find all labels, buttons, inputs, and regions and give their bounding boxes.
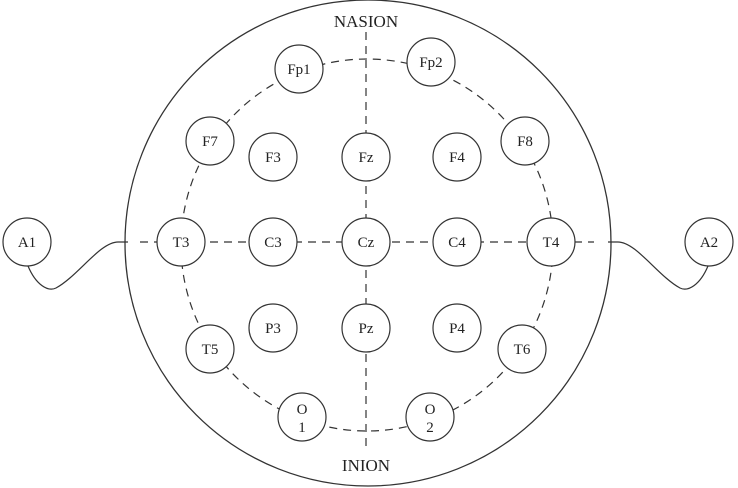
electrode-circle [156, 217, 206, 267]
electrode-f8: F8 [500, 116, 550, 166]
a1-wire [27, 241, 128, 290]
electrode-fp1: Fp1 [274, 44, 324, 94]
electrode-label: F4 [449, 150, 465, 166]
electrode-p3: P3 [248, 303, 298, 353]
electrode-label: P4 [449, 321, 465, 337]
electrode-f7: F7 [185, 116, 235, 166]
electrode-label: C3 [264, 235, 282, 251]
electrode-label: Fp1 [287, 62, 310, 78]
electrode-circle [185, 116, 235, 166]
electrode-circle [526, 217, 576, 267]
electrode-label: Fz [359, 150, 374, 166]
electrode-t4: T4 [526, 217, 576, 267]
electrode-label: O [425, 402, 436, 418]
electrode-circle [500, 116, 550, 166]
electrode-p4: P4 [432, 303, 482, 353]
electrode-t6: T6 [497, 324, 547, 374]
electrode-circle [406, 37, 456, 87]
electrode-label: A1 [18, 235, 36, 251]
electrode-label: 2 [426, 420, 434, 436]
electrode-f4: F4 [432, 132, 482, 182]
electrode-label: Pz [359, 321, 374, 337]
electrode-circle [341, 132, 391, 182]
electrode-label: T5 [202, 342, 219, 358]
electrode-circle [185, 324, 235, 374]
electrode-label: T4 [543, 235, 560, 251]
electrode-c4: C4 [432, 217, 482, 267]
electrode-label: T6 [514, 342, 531, 358]
electrode-cz: Cz [341, 217, 391, 267]
electrode-pz: Pz [341, 303, 391, 353]
electrode-label: C4 [448, 235, 466, 251]
electrode-circle [248, 132, 298, 182]
electrode-circle [497, 324, 547, 374]
inion-label: INION [342, 456, 390, 475]
electrode-label: F8 [517, 134, 533, 150]
electrode-a1: A1 [2, 217, 52, 267]
electrode-label: F7 [202, 134, 218, 150]
electrode-circle [432, 303, 482, 353]
a2-wire [608, 241, 709, 290]
electrode-c3: C3 [248, 217, 298, 267]
electrode-o2: O2 [405, 392, 455, 442]
head-outline [124, 0, 612, 487]
electrode-fz: Fz [341, 132, 391, 182]
electrode-label: F3 [265, 150, 281, 166]
electrode-circle [432, 132, 482, 182]
electrode-circle [341, 303, 391, 353]
electrode-circle [341, 217, 391, 267]
electrode-circle [405, 392, 455, 442]
nasion-label: NASION [334, 12, 398, 31]
electrode-label: P3 [265, 321, 281, 337]
electrode-label: T3 [173, 235, 190, 251]
electrode-label: Cz [358, 235, 375, 251]
electrode-circle [248, 303, 298, 353]
electrode-label: O [297, 402, 308, 418]
electrode-circle [277, 392, 327, 442]
electrode-circle [432, 217, 482, 267]
electrode-circle [248, 217, 298, 267]
electrode-circle [2, 217, 52, 267]
electrode-o1: O1 [277, 392, 327, 442]
electrode-t3: T3 [156, 217, 206, 267]
electrode-circle [684, 217, 734, 267]
electrode-label: A2 [700, 235, 718, 251]
electrode-circle [274, 44, 324, 94]
electrode-label: Fp2 [419, 55, 442, 71]
electrode-t5: T5 [185, 324, 235, 374]
electrode-a2: A2 [684, 217, 734, 267]
electrode-fp2: Fp2 [406, 37, 456, 87]
electrode-label: 1 [298, 420, 306, 436]
electrode-f3: F3 [248, 132, 298, 182]
